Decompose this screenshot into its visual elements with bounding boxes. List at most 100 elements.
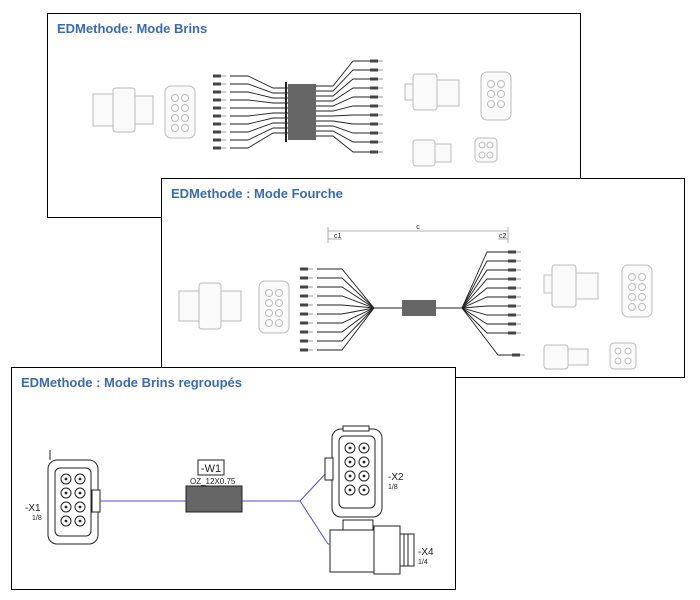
wire — [317, 307, 402, 342]
connector-x4-pins-label: 1/4 — [418, 559, 428, 566]
wire — [317, 307, 402, 333]
connector-x1-pins — [60, 473, 86, 527]
mode-brins-regroupes-diagram: -X1 1/8 -W1 OZ_12X0.75 -X2 1/8 — [25, 425, 434, 575]
dimension-lines — [327, 227, 509, 243]
wire — [317, 277, 402, 309]
panel-title-mode-fourche: EDMethode : Mode Fourche — [171, 186, 343, 201]
wire — [317, 307, 402, 324]
wire — [317, 304, 402, 309]
crimp-terminal-icon — [300, 267, 313, 271]
crimp-terminal-icon — [508, 286, 521, 290]
wire — [316, 114, 370, 117]
connector-pin — [74, 515, 86, 527]
crimp-terminal-icon — [512, 353, 525, 357]
wire — [316, 120, 370, 125]
left-connector-face-icon — [164, 85, 196, 139]
wire — [436, 307, 508, 334]
crimp-terminal-icon — [300, 312, 313, 316]
right-connector-8-face-icon — [621, 264, 653, 318]
wire — [316, 78, 370, 97]
connector-pin — [60, 501, 72, 513]
crimp-terminal-icon — [370, 95, 383, 99]
panel-title-mode-brins-regroupes: EDMethode : Mode Brins regroupés — [21, 375, 243, 390]
wire — [230, 122, 288, 133]
wire — [316, 135, 370, 153]
connector-pin — [344, 470, 356, 482]
wire — [230, 91, 288, 99]
wire — [316, 130, 370, 143]
connector-x2-name: -X2 — [388, 472, 404, 483]
right-wires — [316, 60, 370, 153]
crimp-terminal-icon — [213, 106, 226, 110]
right-connector-8-face-icon — [480, 71, 512, 121]
wire — [317, 307, 402, 351]
wire — [230, 99, 288, 104]
connector-pin — [60, 473, 72, 485]
connector-x1-pins-label: 1/8 — [32, 515, 42, 522]
crimp-terminal-icon — [508, 250, 521, 254]
crimp-terminal-icon — [370, 104, 383, 108]
mode-brins-diagram — [92, 59, 512, 167]
connector-x2-pins-label: 1/8 — [388, 484, 398, 491]
connector-pin — [358, 442, 370, 454]
right-connector-4-side-icon — [543, 344, 589, 370]
connector-pin — [60, 487, 72, 499]
left-connector-side-icon — [178, 282, 242, 330]
crimp-terminal-icon — [213, 138, 226, 142]
right-connector-8-side-icon — [404, 73, 460, 111]
connector-pin — [358, 456, 370, 468]
wire — [316, 87, 370, 102]
connector-pin — [74, 487, 86, 499]
crimp-terminal-icon — [300, 276, 313, 280]
wire — [316, 105, 370, 112]
connector-pin — [60, 515, 72, 527]
connector-x4-name: -X4 — [418, 547, 434, 558]
connector-x1-name: -X1 — [25, 503, 41, 514]
wire — [230, 75, 288, 89]
wire — [230, 132, 288, 149]
connector-pin — [358, 470, 370, 482]
crimp-terminal-icon — [300, 348, 313, 352]
cable-bundle-icon — [288, 84, 316, 140]
crimp-terminal-icon — [300, 321, 313, 325]
crimp-terminal-icon — [213, 130, 226, 134]
connector-x2-pins — [344, 442, 370, 496]
cable-bundle-icon — [402, 300, 436, 316]
mode-fourche-diagram: c c1 c2 — [178, 224, 653, 370]
wire — [316, 125, 370, 134]
crimp-terminal-icon — [508, 268, 521, 272]
crimp-terminal-icon — [213, 82, 226, 86]
crimp-terminal-icon — [370, 68, 383, 72]
crimp-terminal-icon — [370, 131, 383, 135]
bundle-name-box — [197, 459, 225, 476]
wire — [230, 112, 288, 117]
connector-pin — [344, 484, 356, 496]
connector-x2-icon — [324, 425, 383, 518]
wire — [316, 96, 370, 107]
wire — [436, 287, 508, 309]
crimp-terminal-icon — [508, 322, 521, 326]
crimp-terminal-icon — [370, 113, 383, 117]
crimp-terminal-icon — [370, 77, 383, 81]
connector-pin — [358, 484, 370, 496]
crimp-terminal-icon — [300, 339, 313, 343]
crimp-terminal-icon — [508, 277, 521, 281]
right-connector-4-face-icon — [474, 137, 498, 163]
crimp-terminal-icon — [213, 114, 226, 118]
panel-mode-fourche: c c1 c2 — [161, 178, 685, 378]
left-wires-fork — [317, 268, 402, 351]
right-connector-8-side-icon — [543, 264, 599, 308]
connector-x4-icon — [329, 519, 415, 575]
crimp-terminal-icon — [300, 330, 313, 334]
connector-pin — [344, 456, 356, 468]
wires — [100, 470, 329, 545]
crimp-terminal-icon — [213, 74, 226, 78]
crimp-terminal-icon — [213, 122, 226, 126]
dim-right-label: c2 — [499, 233, 507, 240]
left-crimp-terminals — [213, 74, 226, 150]
left-connector-side-icon — [92, 87, 154, 133]
crimp-terminal-icon — [508, 313, 521, 317]
wire — [230, 117, 288, 125]
panel-title-mode-brins: EDMethode: Mode Brins — [57, 21, 208, 36]
left-connector-face-icon — [258, 280, 290, 334]
